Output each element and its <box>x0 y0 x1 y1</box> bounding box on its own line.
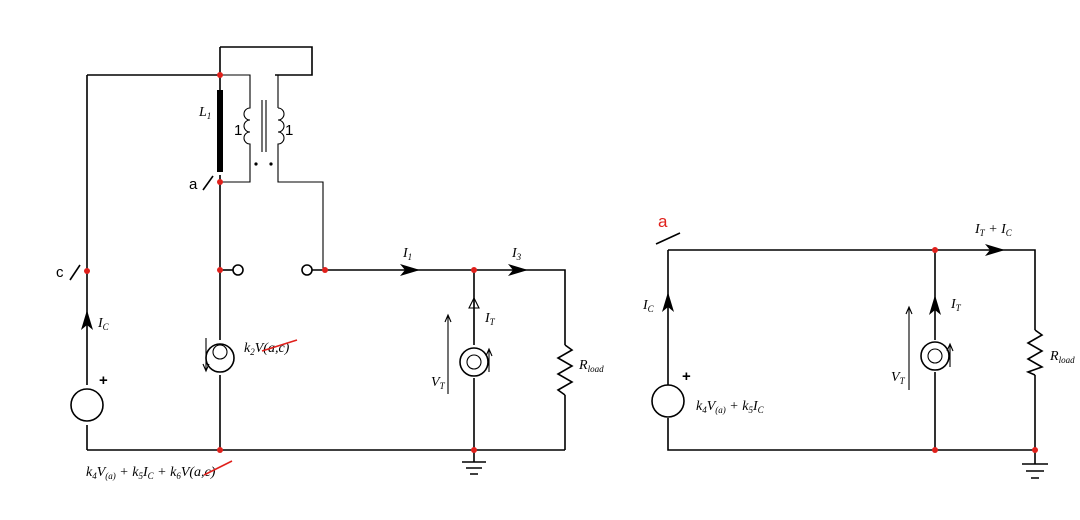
wire-top-left <box>87 46 313 76</box>
ground-right <box>1022 450 1048 479</box>
VT-arrow-right <box>905 305 913 390</box>
label-I1: I1 <box>402 246 412 262</box>
label-I3: I3 <box>511 246 522 262</box>
label-Rload-left: Rload <box>578 358 604 374</box>
current-source-IT-inner <box>466 354 482 370</box>
node-c-label: c <box>56 264 64 281</box>
transformer-left-lead <box>220 74 251 183</box>
left-circuit: 1 1 L1 k2V(a,c) + IT VT Rload <box>56 46 604 481</box>
I1-arrow <box>400 264 420 276</box>
voltage-source-left <box>70 388 104 422</box>
node-dot <box>217 179 223 185</box>
node-a-tick <box>202 175 214 191</box>
node-a-tick-right <box>655 232 681 245</box>
node-a-label-right: a <box>658 212 668 231</box>
resistor-load-right <box>1025 329 1044 376</box>
turns-left: 1 <box>234 122 242 139</box>
IC-arrow-right <box>662 292 674 312</box>
polarity-dot-left <box>254 162 258 166</box>
label-VT-left: VT <box>431 375 446 391</box>
IT-side-arrow <box>485 347 493 372</box>
node-c-tick <box>69 264 81 281</box>
wire-right-top <box>667 249 1036 451</box>
voltage-source-right <box>651 384 685 418</box>
label-IT-left: IT <box>484 311 496 327</box>
node-a-label-left: a <box>189 176 198 193</box>
inductor-label: L1 <box>198 105 211 121</box>
strike-dep-source <box>261 339 298 352</box>
switch-terminal-right <box>301 264 313 276</box>
label-IT-right: IT <box>950 297 962 313</box>
current-source-IT <box>459 347 489 377</box>
current-source-IT-right <box>920 341 950 371</box>
IT-plus-IC-arrow <box>985 244 1005 256</box>
node-dot <box>217 72 223 78</box>
dependent-source-inner <box>212 344 228 360</box>
node-dot <box>932 247 938 253</box>
node-dot <box>932 447 938 453</box>
IT-arrow-up <box>468 296 480 340</box>
transformer-right-coil <box>277 75 324 270</box>
label-IC-left: IC <box>97 316 110 332</box>
node-dot <box>84 268 90 274</box>
label-IC-right: IC <box>642 298 655 314</box>
turns-right: 1 <box>285 122 293 139</box>
vsource-expression-right: k4V(a) + k5IC <box>696 399 765 415</box>
dependent-current-source <box>205 343 235 373</box>
IT-side-arrow-right <box>946 342 954 367</box>
label-IT-plus-IC: IT + IC <box>974 222 1013 238</box>
right-circuit: a IT + IC IC + k4V(a) + k5IC IT VT Rload <box>642 212 1075 479</box>
VT-arrow <box>444 313 452 394</box>
voltage-source-plus: + <box>99 372 108 389</box>
IC-arrow <box>81 310 93 330</box>
node-dot <box>217 267 223 273</box>
resistor-load-left <box>556 344 574 396</box>
label-Rload-right: Rload <box>1049 349 1075 365</box>
label-VT-right: VT <box>891 370 906 386</box>
wire-switch-right <box>312 269 566 450</box>
node-dot <box>217 447 223 453</box>
node-dot <box>471 267 477 273</box>
node-dot <box>471 447 477 453</box>
dependent-source-arrow <box>202 338 210 373</box>
IT-arrow-up-right <box>929 295 941 315</box>
strike-vsource-expression <box>203 460 233 476</box>
switch-terminal-left <box>232 264 244 276</box>
current-source-IT-right-inner <box>927 348 943 364</box>
transformer-left-coil <box>243 95 267 156</box>
vsource-expression-left: k4V(a) + k5IC + k6V(a,c) <box>86 465 216 481</box>
node-dot <box>1032 447 1038 453</box>
voltage-source-plus-right: + <box>682 368 691 385</box>
node-dot <box>322 267 328 273</box>
I3-arrow <box>508 264 528 276</box>
ground-left <box>462 450 486 475</box>
polarity-dot-right <box>269 162 273 166</box>
